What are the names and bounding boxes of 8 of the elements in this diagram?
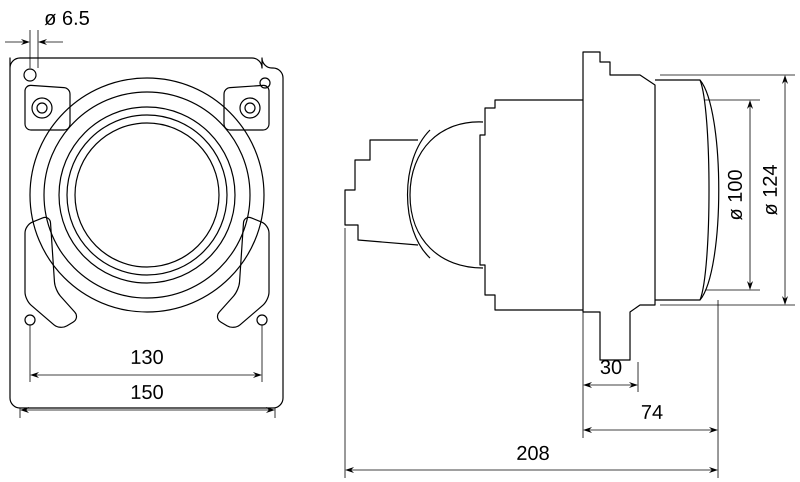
dimension-label: 30: [600, 360, 622, 374]
dimension-label: ø 6.5: [44, 10, 89, 26]
dimension-label: 74: [642, 405, 663, 419]
dimension-label: ø 124: [762, 165, 778, 216]
dimension-label: 150: [132, 384, 163, 400]
dimension-label: ø 100: [728, 170, 742, 220]
dimension-label: 208: [517, 446, 549, 460]
dimension-label: 130: [132, 350, 163, 364]
